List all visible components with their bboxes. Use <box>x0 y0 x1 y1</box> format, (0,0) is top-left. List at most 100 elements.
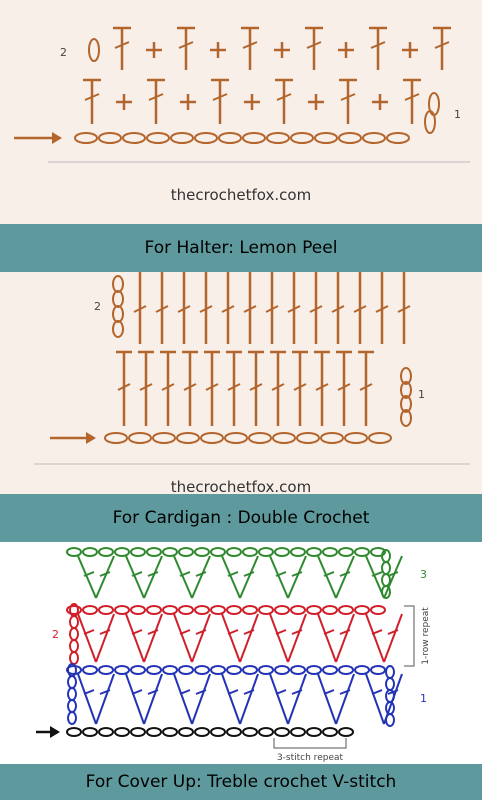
row-3-v-bar <box>243 571 255 577</box>
turning-chain <box>400 409 412 427</box>
row-1-v-bar <box>339 689 351 695</box>
row-1-chain <box>114 665 130 675</box>
turning-chain <box>400 395 412 413</box>
chain-stitch <box>152 432 176 444</box>
row-1-chain <box>178 665 194 675</box>
row-2-v-bar <box>291 629 303 635</box>
stitch-repeat-bracket <box>273 738 347 749</box>
row-2-v-stitch <box>383 613 403 663</box>
row-2-chain <box>82 605 98 615</box>
row-3-chain <box>242 547 258 557</box>
row-2-v-bar <box>99 629 111 635</box>
foundation-chain <box>322 727 338 737</box>
chain-stitch <box>104 432 128 444</box>
double-crochet-bar <box>177 305 191 313</box>
double-crochet-bar <box>287 305 301 313</box>
row-1-chain <box>130 665 146 675</box>
chain-stitch <box>242 132 266 144</box>
foundation-chain <box>178 727 194 737</box>
stitch-repeat-label: 3-stitch repeat <box>277 753 344 763</box>
row-2-v-stitch <box>221 613 241 663</box>
turning-chain <box>69 627 79 641</box>
row-3-chain <box>226 547 242 557</box>
row-1-v-stitch <box>143 673 163 725</box>
row-1-v-bar <box>227 689 239 695</box>
row-repeat-label: 1-row repeat <box>421 607 431 665</box>
chain-stitch <box>290 132 314 144</box>
row-3-v-stitch <box>125 555 145 599</box>
row-3-v-bar <box>291 571 303 577</box>
row-3-chain <box>162 547 178 557</box>
row-3-v-stitch <box>143 555 163 599</box>
turning-chain <box>69 651 79 665</box>
row-2-v-bar <box>227 629 239 635</box>
turning-chain <box>112 290 124 308</box>
row-1-v-stitch <box>365 673 385 725</box>
watermark: thecrochetfox.com <box>170 186 312 204</box>
double-crochet-bar <box>212 93 228 101</box>
double-crochet-bar <box>139 383 153 391</box>
caption-cover-up: For Cover Up: Treble crochet V-stitch <box>0 764 482 800</box>
row-3-v-bar <box>339 571 351 577</box>
row-1-v-bar <box>275 689 287 695</box>
row-3-chain <box>370 547 386 557</box>
row-1-v-stitch <box>191 673 211 725</box>
double-crochet-bar <box>331 305 345 313</box>
row-3-v-bar <box>323 571 335 577</box>
row-2-v-stitch <box>239 613 259 663</box>
chain-stitch <box>296 432 320 444</box>
row-1-chain <box>290 665 306 675</box>
double-crochet-bar <box>337 383 351 391</box>
turning-chain <box>112 275 124 293</box>
row-2-v-stitch <box>365 613 385 663</box>
start-arrow-head <box>50 726 60 738</box>
turning-chain <box>88 38 100 62</box>
row-2-chain <box>338 605 354 615</box>
turning-chain <box>381 549 391 563</box>
row-2-chain <box>130 605 146 615</box>
row-2-v-bar <box>275 629 287 635</box>
double-crochet-bar <box>243 305 257 313</box>
turning-chain <box>381 573 391 587</box>
double-crochet-bar <box>359 383 373 391</box>
row-2-v-bar <box>179 629 191 635</box>
chain-stitch <box>344 432 368 444</box>
row-2-chain <box>210 605 226 615</box>
row-1-v-stitch <box>221 673 241 725</box>
row-2-v-bar <box>243 629 255 635</box>
row-2-v-stitch <box>77 613 97 663</box>
row-3-v-stitch <box>221 555 241 599</box>
turning-chain <box>400 381 412 399</box>
row-2-chain <box>306 605 322 615</box>
chain-stitch <box>98 132 122 144</box>
double-crochet-bar <box>133 305 147 313</box>
row-2-chain <box>258 605 274 615</box>
row-3-v-stitch <box>335 555 355 599</box>
row-2-v-stitch <box>269 613 289 663</box>
caption-cardigan: For Cardigan : Double Crochet <box>0 494 482 542</box>
double-crochet-bar <box>178 41 194 49</box>
row-1-v-bar <box>83 689 95 695</box>
double-crochet-bar <box>271 383 285 391</box>
row-2-v-bar <box>195 629 207 635</box>
row-2-v-stitch <box>287 613 307 663</box>
row-1-v-stitch <box>317 673 337 725</box>
row-2-v-bar <box>131 629 143 635</box>
row-2-chain <box>114 605 130 615</box>
row-2-chain <box>146 605 162 615</box>
row-label-1: 1 <box>420 692 427 705</box>
double-crochet-bar <box>353 305 367 313</box>
row-2-chain <box>322 605 338 615</box>
foundation-chain <box>114 727 130 737</box>
row-1-v-bar <box>371 689 383 695</box>
turning-chain <box>381 561 391 575</box>
start-arrow-head <box>86 432 96 444</box>
lemon-peel-diagram: 21 <box>14 26 470 163</box>
row-2-v-stitch <box>317 613 337 663</box>
row-3-chain <box>194 547 210 557</box>
chain-stitch <box>200 432 224 444</box>
foundation-chain <box>226 727 242 737</box>
row-2-v-stitch <box>125 613 145 663</box>
row-2-chain <box>274 605 290 615</box>
